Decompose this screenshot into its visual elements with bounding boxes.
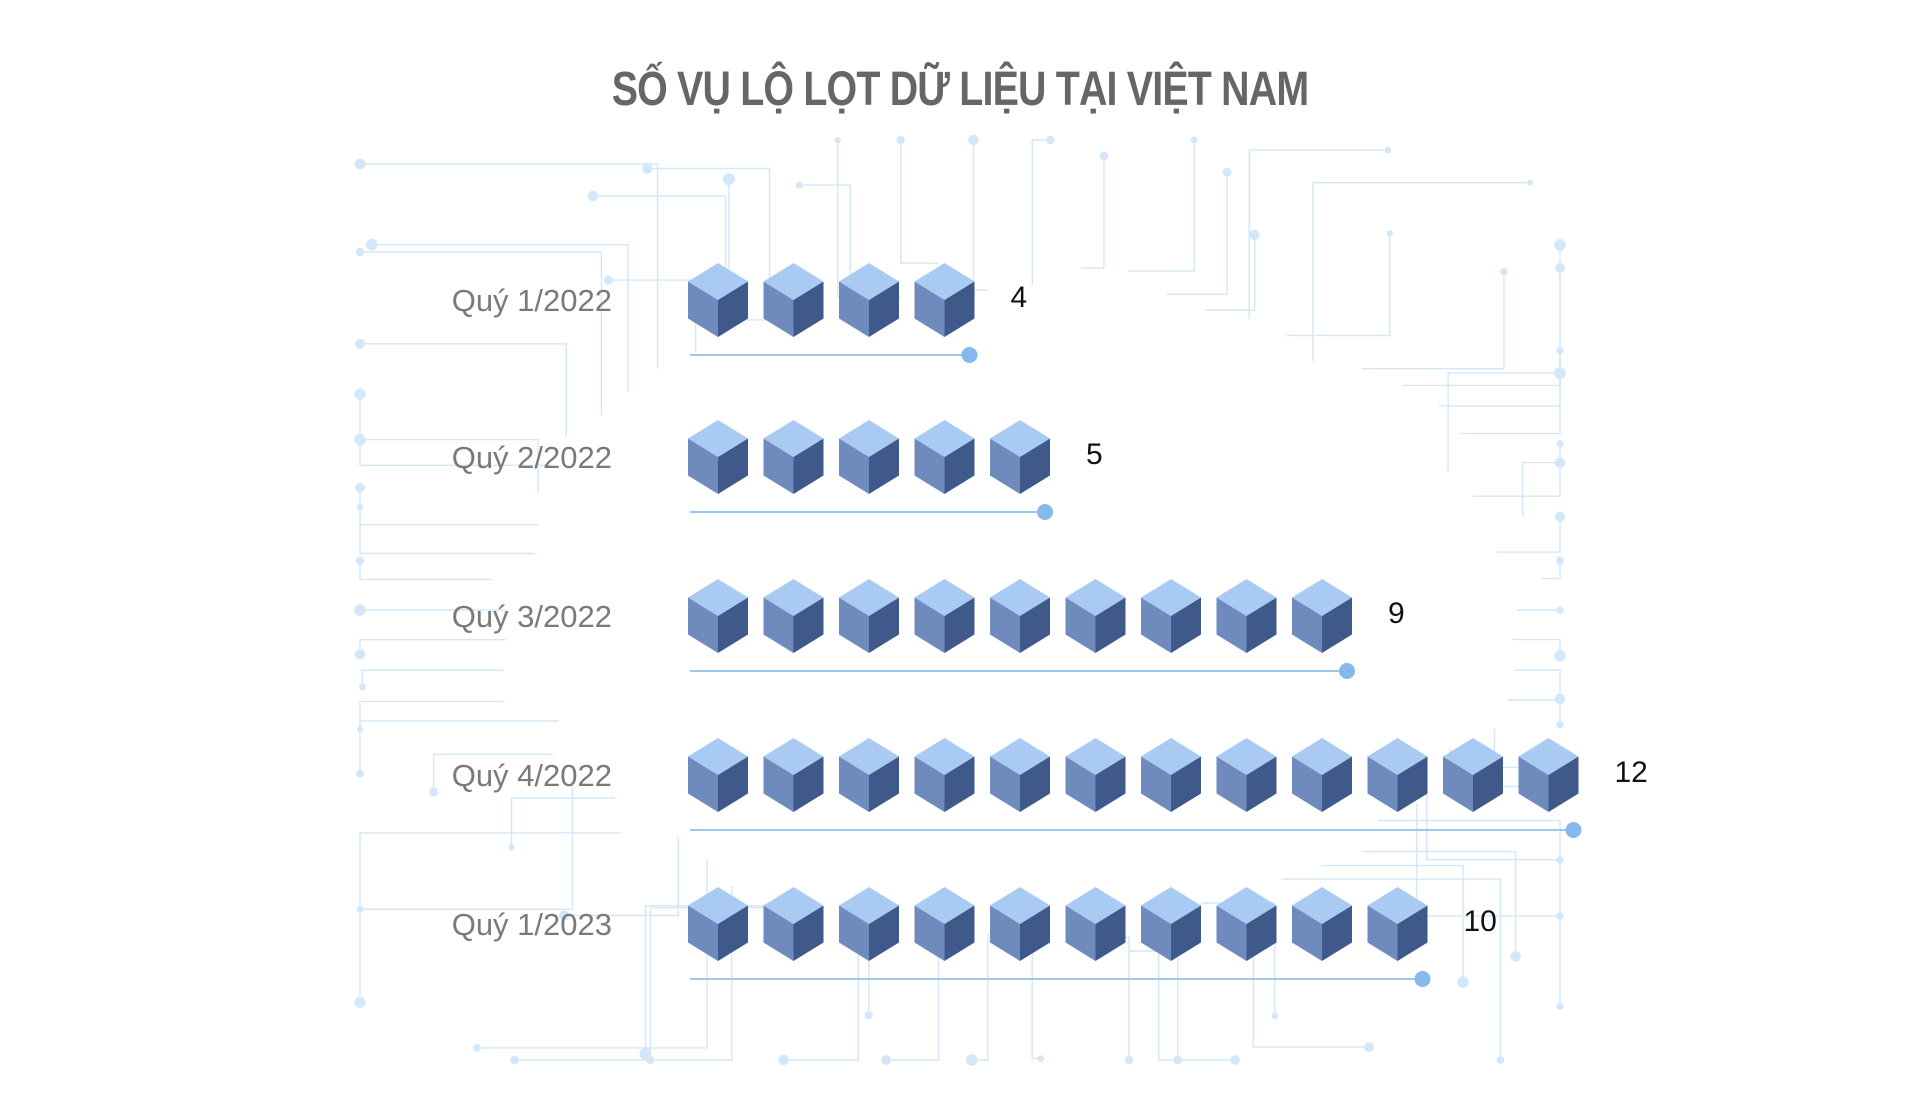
cube-icon bbox=[1367, 738, 1428, 812]
cube-icon bbox=[1141, 738, 1201, 812]
cube-icon bbox=[1443, 738, 1503, 812]
cube-icon bbox=[688, 420, 748, 494]
cube-icon bbox=[763, 887, 824, 961]
cube-icon bbox=[1292, 738, 1352, 812]
cube-icon bbox=[1065, 738, 1126, 812]
category-label: Quý 2/2022 bbox=[452, 440, 612, 475]
cube-icon bbox=[763, 263, 824, 337]
cube-icon bbox=[914, 263, 975, 337]
cube-icon bbox=[688, 579, 748, 653]
cube-icon bbox=[914, 887, 975, 961]
cube-icon bbox=[839, 263, 899, 337]
cube-icon bbox=[1216, 738, 1277, 812]
category-label: Quý 1/2022 bbox=[452, 283, 612, 318]
category-label: Quý 3/2022 bbox=[452, 599, 612, 634]
cube-icon bbox=[990, 738, 1050, 812]
cube-icon bbox=[1518, 738, 1579, 812]
cube-icon bbox=[839, 579, 899, 653]
cube-icon bbox=[1141, 579, 1201, 653]
cube-icon bbox=[688, 263, 748, 337]
cube-icon bbox=[914, 738, 975, 812]
circuit-nodes bbox=[354, 134, 1566, 1066]
cube-icon bbox=[839, 738, 899, 812]
cube-icon bbox=[914, 420, 975, 494]
cube-icon bbox=[688, 738, 748, 812]
value-label: 4 bbox=[1011, 281, 1028, 314]
category-label: Quý 4/2022 bbox=[452, 758, 612, 793]
cube-icon bbox=[990, 579, 1050, 653]
cube-icon bbox=[914, 579, 975, 653]
cube-icon bbox=[763, 579, 824, 653]
bar-row: Quý 1/2022 4 bbox=[452, 263, 1027, 363]
value-label: 10 bbox=[1464, 905, 1497, 938]
cube-icon bbox=[839, 420, 899, 494]
cube-icon bbox=[1065, 579, 1126, 653]
category-label: Quý 1/2023 bbox=[452, 907, 612, 942]
guide-dot bbox=[1037, 504, 1053, 520]
bar-row: Quý 4/2022 12 bbox=[452, 738, 1648, 838]
cube-icon bbox=[990, 887, 1050, 961]
value-label: 5 bbox=[1086, 438, 1103, 471]
guide-dot bbox=[1414, 971, 1431, 987]
cube-icon bbox=[1216, 887, 1277, 961]
circuit-lines bbox=[359, 139, 1561, 1061]
bar-row: Quý 1/2023 10 bbox=[452, 887, 1497, 987]
cube-icon bbox=[1141, 887, 1201, 961]
cube-icon bbox=[1216, 579, 1277, 653]
value-label: 12 bbox=[1615, 756, 1648, 789]
cube-icon bbox=[688, 887, 748, 961]
guide-dot bbox=[1565, 822, 1582, 838]
cube-icon bbox=[1292, 887, 1352, 961]
bar-row: Quý 2/2022 5 bbox=[452, 420, 1103, 520]
cube-icon bbox=[1367, 887, 1428, 961]
cube-icon bbox=[1065, 887, 1126, 961]
cube-icon bbox=[763, 738, 824, 812]
value-label: 9 bbox=[1388, 597, 1405, 630]
cube-icon bbox=[763, 420, 824, 494]
guide-dot bbox=[961, 347, 978, 363]
cube-icon bbox=[990, 420, 1050, 494]
cube-icon bbox=[1292, 579, 1352, 653]
cube-icon bbox=[839, 887, 899, 961]
guide-dot bbox=[1339, 663, 1355, 679]
chart-title: SỐ VỤ LỘ LỌT DỮ LIỆU TẠI VIỆT NAM bbox=[611, 63, 1309, 116]
bar-row: Quý 3/2022 9 bbox=[452, 579, 1405, 679]
